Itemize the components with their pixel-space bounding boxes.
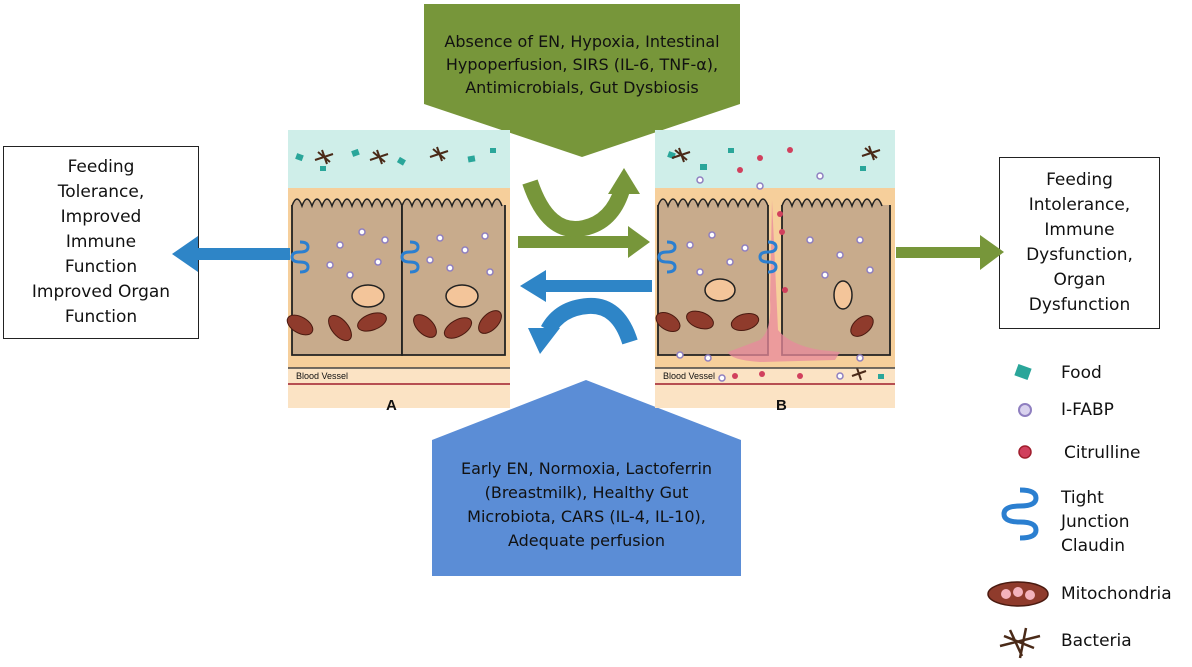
panel-a-label: A [386,397,397,414]
left-outcome-box: Feeding Tolerance, Improved Immune Funct… [3,146,199,339]
legend-claudin-label: Tight Junction Claudin [1061,488,1130,556]
panel-b-label: B [776,397,787,414]
mitochondria-icon [987,581,1049,607]
arrow-left-to-tolerance [172,236,290,272]
panel-b-vessel-label: Blood Vessel [663,371,716,381]
citrulline-icon [1018,445,1032,459]
legend-ifabp-label: I-FABP [1061,400,1114,420]
bottom-banner-text: Early EN, Normoxia, Lactoferrin (Breastm… [460,459,713,550]
legend-mitochondria-label: Mitochondria [1061,584,1172,604]
arrow-a-to-b [518,226,650,258]
top-banner-text: Absence of EN, Hypoxia, Intestinal Hypop… [444,32,720,97]
ifabp-icon [1018,403,1032,417]
claudin-icon [1001,487,1039,541]
arrow-b-to-a [520,270,652,302]
panel-a-vessel-label: Blood Vessel [296,371,349,381]
legend-citrulline-label: Citrulline [1064,443,1141,463]
legend-bacteria-label: Bacteria [1061,631,1132,651]
blue-curved-arrow [528,297,638,354]
green-curved-arrow [522,168,640,237]
bacteria-icon [999,627,1041,659]
right-outcome-box: Feeding Intolerance, Immune Dysfunction,… [999,157,1160,329]
arrow-right-to-intolerance [896,235,1004,270]
legend-food-label: Food [1061,363,1102,383]
food-icon [1014,363,1032,381]
